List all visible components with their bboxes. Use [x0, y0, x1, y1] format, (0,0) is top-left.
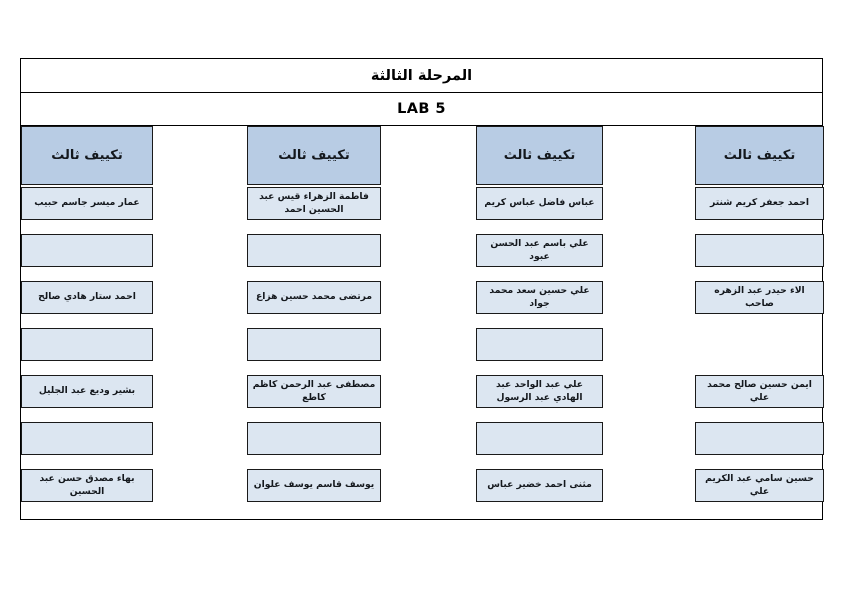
table-cell[interactable]: عباس فاضل عباس كريم [476, 187, 603, 220]
column-header-1: تكييف ثالث [21, 126, 153, 185]
table-cell[interactable] [21, 328, 153, 361]
table-cell[interactable] [476, 328, 603, 361]
table-cell[interactable] [21, 234, 153, 267]
table-cell[interactable]: احمد ستار هادي صالح [21, 281, 153, 314]
table-cell[interactable]: فاطمة الزهراء قيس عبد الحسين احمد [247, 187, 381, 220]
table-cell[interactable]: بهاء مصدق حسن عبد الحسين [21, 469, 153, 502]
table-cell[interactable] [476, 422, 603, 455]
table-cell[interactable] [247, 422, 381, 455]
table-cell[interactable]: احمد جعفر كريم شنتر [695, 187, 824, 220]
table-cell[interactable] [21, 422, 153, 455]
column-header-4: تكييف ثالث [695, 126, 824, 185]
table-cell[interactable]: عمار ميسر جاسم حبيب [21, 187, 153, 220]
table-cell[interactable]: علي عبد الواحد عبد الهادي عبد الرسول [476, 375, 603, 408]
page-title-stage: المرحلة الثالثة [21, 59, 822, 93]
table-cell[interactable]: بشير وديع عبد الجليل [21, 375, 153, 408]
table-cell[interactable]: علي باسم عبد الحسن عبود [476, 234, 603, 267]
table-cell[interactable] [247, 234, 381, 267]
column-header-2: تكييف ثالث [247, 126, 381, 185]
page-title-lab: LAB 5 [21, 93, 822, 126]
table-cell[interactable]: مصطفى عبد الرحمن كاظم كاطع [247, 375, 381, 408]
table-cell[interactable]: حسين سامي عبد الكريم علي [695, 469, 824, 502]
table-cell[interactable] [695, 422, 824, 455]
table-cell[interactable]: مثنى احمد خضير عباس [476, 469, 603, 502]
table-cell[interactable]: ايمن حسين صالح محمد علي [695, 375, 824, 408]
table-cell[interactable]: الاء حيدر عبد الزهره صاحب [695, 281, 824, 314]
column-header-3: تكييف ثالث [476, 126, 603, 185]
table-cell[interactable]: مرتضى محمد حسين هزاع [247, 281, 381, 314]
student-grid: تكييف ثالث عمار ميسر جاسم حبيب احمد ستار… [21, 126, 824, 519]
table-cell[interactable]: يوسف قاسم يوسف علوان [247, 469, 381, 502]
table-cell[interactable] [695, 234, 824, 267]
table-cell[interactable] [247, 328, 381, 361]
table-cell[interactable]: علي حسين سعد محمد جواد [476, 281, 603, 314]
document-sheet: المرحلة الثالثة LAB 5 تكييف ثالث عمار مي… [20, 58, 824, 520]
